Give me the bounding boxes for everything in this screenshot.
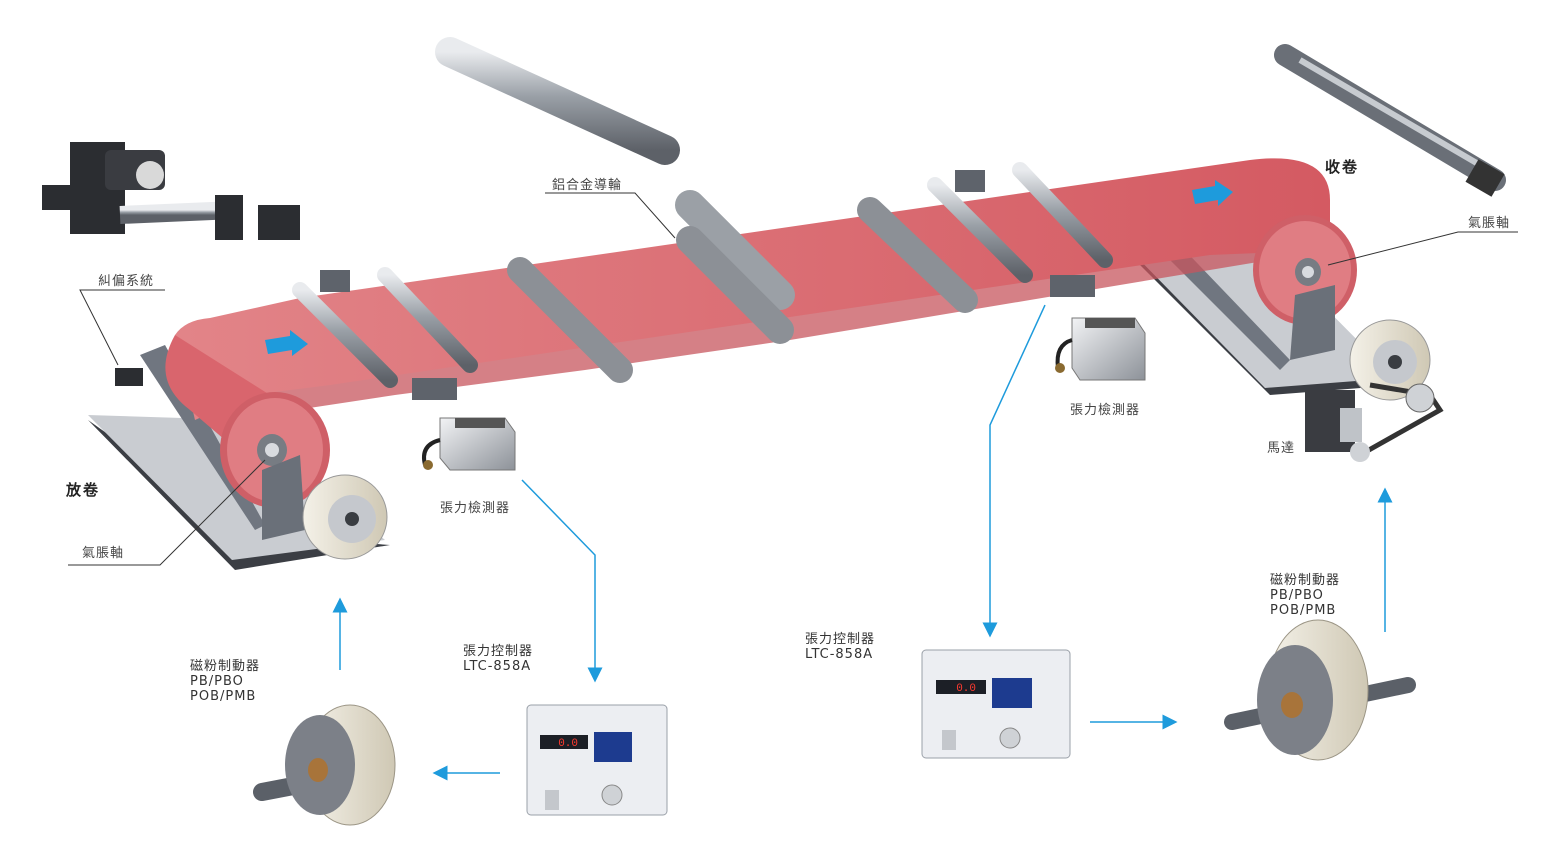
- label-unwind: 放卷: [66, 481, 101, 499]
- roller: [857, 197, 978, 313]
- air-shaft: [1274, 44, 1506, 197]
- signal-sensor-to-controller-left: [521, 479, 603, 683]
- label-brake-left: 磁粉制動器 PB/PBO POB/PMB: [190, 659, 260, 704]
- aluminum-guide-roller: [435, 37, 680, 165]
- label-air-shaft-left: 氣脹軸: [82, 546, 125, 561]
- controller-left-model: LTC-858A: [463, 659, 532, 674]
- label-brake-right: 磁粉制動器 PB/PBO POB/PMB: [1270, 573, 1340, 618]
- guide-rollers: [292, 162, 1113, 388]
- edge-guide-actuator: [42, 142, 300, 240]
- controller-right-unit: 0.0: [921, 649, 1071, 759]
- brake-right-unit: [1224, 619, 1416, 761]
- label-rewind: 收卷: [1325, 158, 1360, 176]
- controller-right-name: 張力控制器: [805, 632, 876, 647]
- leader-air-shaft-left: [68, 459, 266, 566]
- signal-lines: [332, 304, 1393, 781]
- brake-right-name: 磁粉制動器: [1270, 573, 1341, 588]
- brake-left-name: 磁粉制動器: [190, 659, 261, 674]
- leader-alu-roller: [545, 192, 676, 239]
- rewind-roll: [1253, 215, 1357, 360]
- brake-left-unit: [253, 704, 396, 826]
- tension-sensor-mount-right: [955, 170, 1095, 297]
- label-motor: 馬達: [1267, 441, 1296, 456]
- brake-left-model2: POB/PMB: [190, 689, 257, 704]
- roller: [927, 177, 1033, 283]
- motor: [1305, 390, 1370, 462]
- unwind-roll: [220, 392, 330, 540]
- roller: [1012, 162, 1113, 268]
- unwind-brake-on-line: [302, 474, 388, 560]
- label-controller-left: 張力控制器 LTC-858A: [463, 644, 533, 674]
- label-controller-right: 張力控制器 LTC-858A: [805, 632, 875, 662]
- roller: [676, 226, 794, 344]
- tension-sensor-left-unit: [422, 417, 516, 471]
- leader-air-shaft-right: [1327, 231, 1518, 266]
- brake-left-model1: PB/PBO: [190, 674, 244, 689]
- controller-left-display: 0.0: [558, 738, 578, 750]
- controller-left-name: 張力控制器: [463, 644, 534, 659]
- label-guide-system: 糾偏系統: [98, 274, 155, 289]
- label-alu-roller: 鋁合金導輪: [552, 178, 623, 193]
- roller: [507, 257, 633, 383]
- signal-sensor-to-controller-right: [982, 304, 1046, 638]
- web-direction-arrow: [265, 330, 308, 356]
- leader-guide-system: [79, 289, 165, 366]
- leader-lines: [68, 192, 1518, 566]
- web-direction-arrow: [1192, 180, 1233, 206]
- tension-sensor-mount-left: [320, 270, 457, 400]
- controller-right-model: LTC-858A: [805, 647, 874, 662]
- controller-right-display: 0.0: [956, 683, 976, 695]
- roller: [675, 190, 795, 310]
- edge-sensor: [115, 368, 143, 386]
- controller-left-unit: 0.0: [526, 704, 668, 816]
- roller: [377, 267, 478, 373]
- brake-right-model2: POB/PMB: [1270, 603, 1337, 618]
- label-air-shaft-right: 氣脹軸: [1468, 216, 1511, 231]
- brake-right-model1: PB/PBO: [1270, 588, 1324, 603]
- label-tension-sensor-left: 張力檢測器: [440, 501, 511, 516]
- rewind-brake-on-line: [1349, 319, 1444, 458]
- roller: [292, 282, 398, 388]
- label-tension-sensor-right: 張力檢測器: [1070, 403, 1141, 418]
- tension-sensor-right-unit: [1055, 317, 1146, 381]
